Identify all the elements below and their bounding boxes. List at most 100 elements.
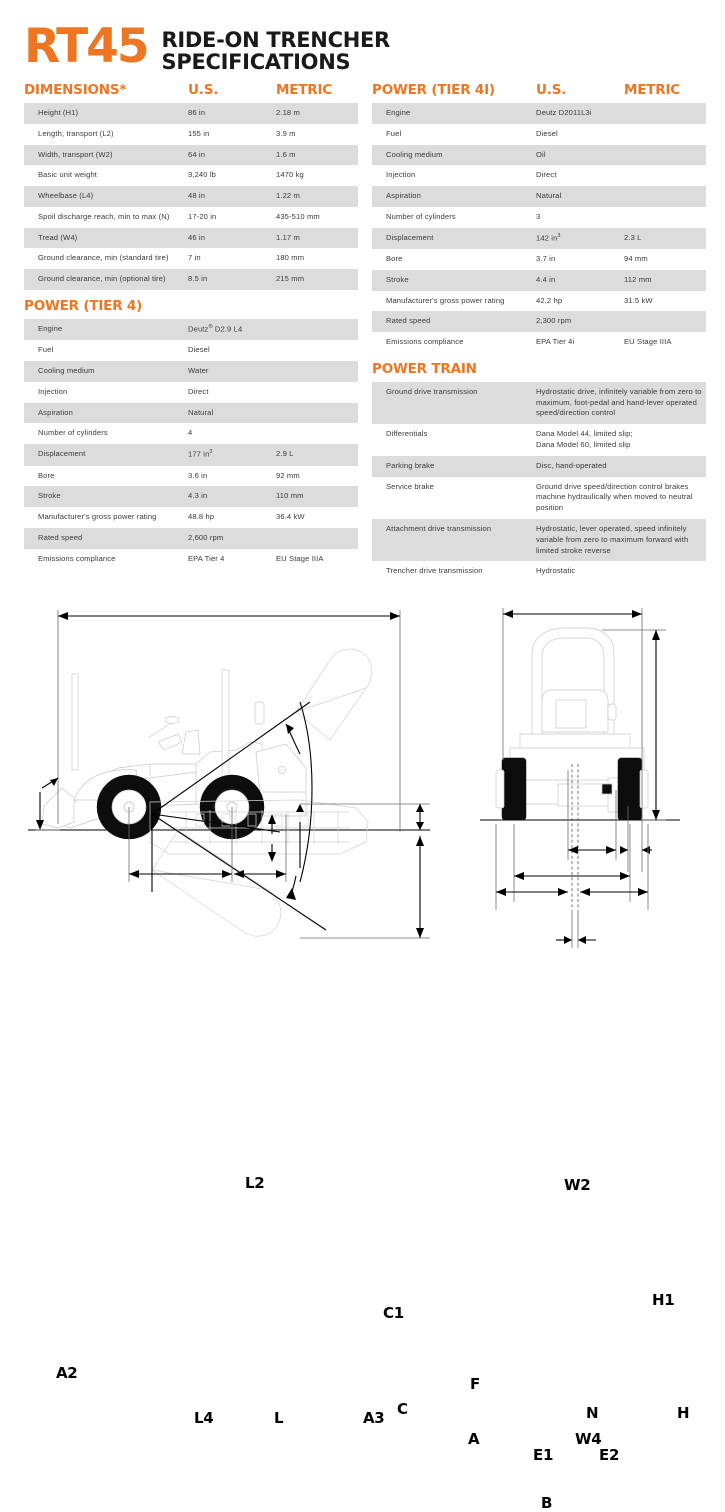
spec-value-metric: 1.6 m: [276, 149, 296, 159]
spec-label: Bore: [38, 470, 55, 480]
spec-value-us: 46 in: [188, 232, 206, 242]
table-row: Ground clearance, min (optional tire)8.5…: [24, 269, 358, 291]
spec-value-us: 86 in: [188, 108, 206, 117]
side-view-drawing: [28, 610, 430, 939]
spec-label: Length, transport (L2): [38, 128, 114, 138]
right-column: Power (Tier 4i)U.S.MetricEngineDeutz D20…: [372, 74, 706, 582]
dim-L: [234, 814, 287, 883]
dim-label-L4: L4: [194, 1409, 214, 1428]
spec-label: Attachment drive transmission: [386, 523, 492, 533]
spec-label: Manufacturer's gross power rating: [386, 295, 505, 305]
spec-value-us: 3: [536, 211, 541, 221]
dim-label-E2: E2: [599, 1446, 620, 1465]
spec-value-metric: 2.9 L: [276, 449, 294, 459]
spec-value-metric: 112 mm: [624, 274, 652, 284]
spec-value-us: 177 in3: [188, 449, 213, 459]
spec-label: Aspiration: [386, 191, 421, 201]
spec-label: Injection: [386, 170, 416, 180]
spec-label: Bore: [386, 254, 403, 263]
spec-value-us: Natural: [188, 407, 214, 417]
unit-header-us: U.S.: [536, 82, 567, 98]
spec-value-metric: 31.5 kW: [624, 295, 653, 305]
dim-C1: [285, 723, 301, 755]
dim-label-E1: E1: [533, 1446, 554, 1465]
dim-E1: [495, 824, 568, 911]
spec-label: Ground clearance, min (optional tire): [38, 274, 166, 284]
spec-label: Rated speed: [386, 316, 431, 326]
dim-H1: [602, 629, 666, 821]
table-row: Length, transport (L2) 155 in 3.9 m: [24, 124, 358, 145]
spec-value-us: Deutz® D2.9 L4: [188, 324, 243, 334]
spec-label: Parking brake: [386, 460, 435, 470]
spec-value-us: 3.7 in: [536, 254, 556, 263]
spec-label: Fuel: [386, 128, 402, 138]
spec-value-metric: 1.22 m: [276, 191, 300, 201]
spec-value-metric: 110 mm: [276, 491, 304, 501]
front-view-drawing: [480, 608, 680, 949]
section-title: Power (Tier 4): [24, 298, 143, 315]
spec-value-us: 4.4 in: [536, 274, 556, 284]
spec-value-us: Ground drive speed/direction control bra…: [536, 481, 693, 513]
unit-header-us: U.S.: [188, 82, 219, 98]
spec-value-us: 2,300 rpm: [536, 316, 572, 326]
dim-label-H1: H1: [652, 1291, 675, 1310]
trencher-boom-ghost: [149, 648, 373, 937]
spec-label: Stroke: [38, 491, 61, 501]
spec-value-us: Direct: [188, 386, 209, 396]
spec-label: Cooling medium: [38, 366, 95, 376]
spec-label: Displacement: [386, 232, 434, 242]
spec-value-us: Dana Model 44, limited slip;Dana Model 6…: [536, 429, 633, 450]
dim-label-B: B: [541, 1494, 553, 1512]
spec-label: Trencher drive transmission: [386, 566, 483, 576]
table-row: Stroke 4.3 in 110 mm: [24, 486, 358, 508]
dim-label-N: N: [586, 1404, 599, 1423]
table-row: Injection Direct: [372, 165, 706, 186]
spec-label: Width, transport (W2): [38, 149, 113, 159]
unit-header-metric: Metric: [624, 82, 680, 98]
spec-label: Stroke: [386, 274, 409, 284]
spec-value-metric: 1470 kg: [276, 170, 304, 180]
spec-label: Wheelbase (L4): [38, 191, 94, 201]
spec-value-metric: 2.3 L: [624, 232, 642, 242]
spec-value-metric: EU Stage IIIA: [276, 553, 324, 563]
dim-label-C1: C1: [383, 1304, 404, 1323]
spec-value-us: EPA Tier 4: [188, 553, 225, 563]
spec-label: Ground clearance, min (standard tire): [38, 253, 169, 263]
spec-value-us: 7 in: [188, 253, 201, 263]
spec-value-us: 4.3 in: [188, 491, 208, 501]
dim-L4: [128, 807, 233, 883]
spec-value-metric: 3.9 m: [276, 128, 296, 138]
model-number: RT45: [24, 19, 150, 74]
section-header-power-train: Power Train: [372, 353, 706, 382]
spec-value-us: 155 in: [188, 128, 210, 138]
page-header: RT45 Ride-On Trencher Specifications: [0, 0, 725, 74]
spec-value-metric: 36.4 kW: [276, 512, 305, 522]
spec-label: Injection: [38, 386, 68, 396]
table-row: Rated speed 2,300 rpm: [372, 311, 706, 333]
spec-value-us: Deutz D2011L3i: [536, 108, 592, 117]
dim-label-W4: W4: [575, 1430, 602, 1449]
spec-value-us: Oil: [536, 149, 546, 159]
spec-label: Ground drive transmission: [386, 386, 478, 396]
machine-side-profile: [41, 669, 307, 829]
spec-value-us: Direct: [536, 170, 557, 180]
spec-label: Rated speed: [38, 532, 83, 542]
